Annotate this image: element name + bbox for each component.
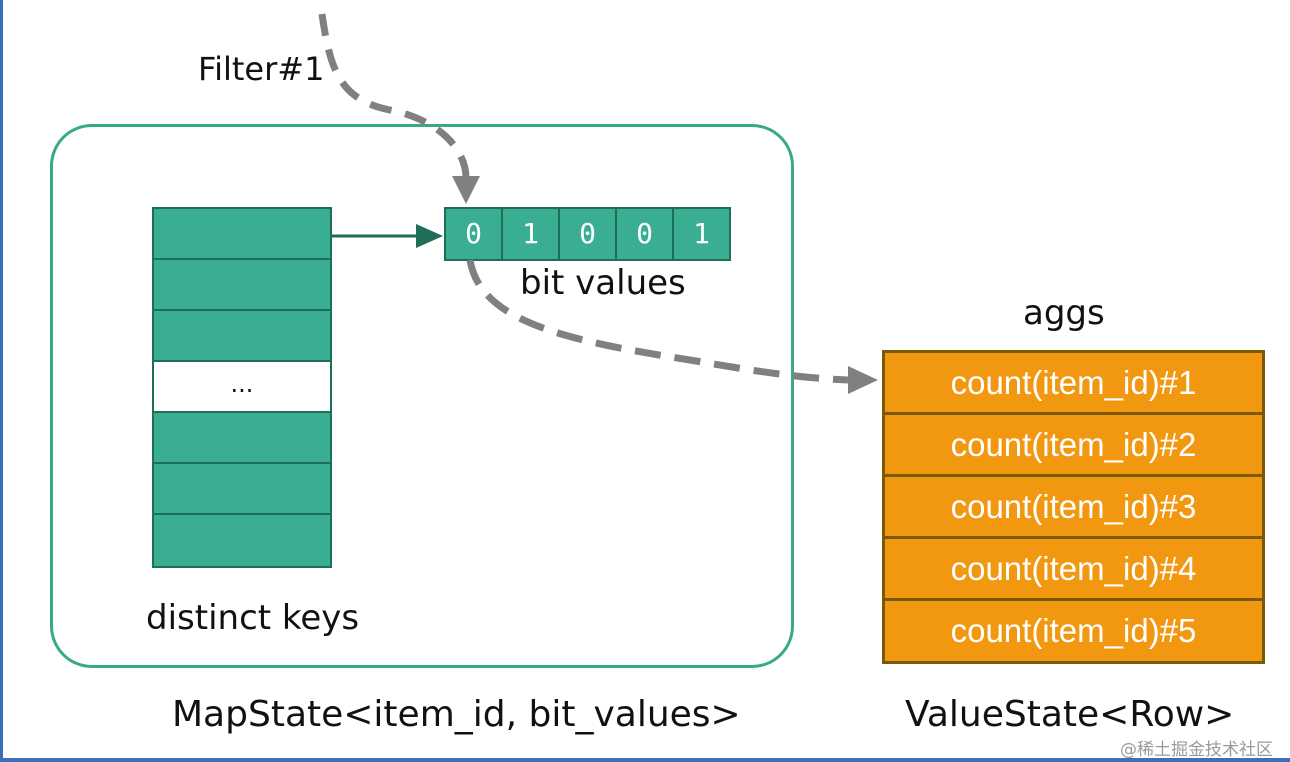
watermark: @稀土掘金技术社区 [1120, 740, 1273, 760]
key-cell [154, 464, 330, 515]
aggs-stack: count(item_id)#1 count(item_id)#2 count(… [882, 350, 1265, 664]
bit-cell: 0 [446, 209, 501, 259]
bit-cell: 0 [617, 209, 672, 259]
bit-values-array: 0 1 0 0 1 [444, 207, 731, 261]
filter-label: Filter#1 [198, 50, 325, 88]
agg-cell: count(item_id)#4 [885, 539, 1262, 601]
left-edge-border [0, 0, 3, 762]
agg-cell: count(item_id)#3 [885, 477, 1262, 539]
aggs-arrowhead [848, 366, 878, 394]
agg-cell: count(item_id)#5 [885, 601, 1262, 661]
aggs-label: aggs [1023, 293, 1105, 333]
bit-cell: 1 [674, 209, 729, 259]
bit-cell: 0 [560, 209, 615, 259]
bottom-edge-border [0, 758, 1290, 762]
key-cell [154, 260, 330, 311]
bit-values-label: bit values [520, 263, 686, 303]
key-cell [154, 515, 330, 566]
key-cell-ellipsis: ... [154, 362, 330, 413]
key-cell [154, 209, 330, 260]
distinct-keys-label: distinct keys [146, 598, 360, 638]
valuestate-label: ValueState<Row> [905, 694, 1235, 735]
agg-cell: count(item_id)#2 [885, 415, 1262, 477]
bit-cell: 1 [503, 209, 558, 259]
agg-cell: count(item_id)#1 [885, 353, 1262, 415]
mapstate-label: MapState<item_id, bit_values> [172, 694, 741, 735]
key-cell [154, 311, 330, 362]
distinct-keys-column: ... [152, 207, 332, 568]
key-cell [154, 413, 330, 464]
